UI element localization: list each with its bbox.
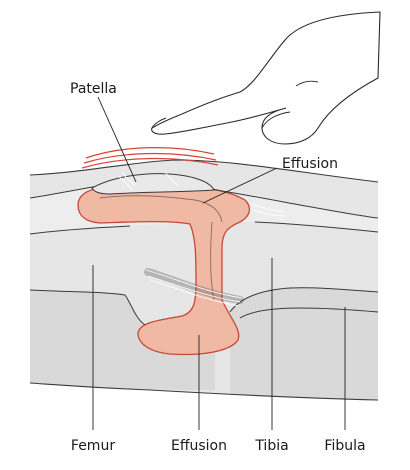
femur-bone xyxy=(30,290,215,390)
pressure-arc xyxy=(81,157,219,169)
leader-effusion-top xyxy=(202,167,278,204)
label-femur: Femur xyxy=(71,438,115,454)
femur-outline xyxy=(29,289,146,326)
patellar-fiber xyxy=(121,171,137,187)
patellar-fiber xyxy=(253,209,287,217)
ligament-fiber xyxy=(145,269,243,299)
effusion-inner-contour-2 xyxy=(210,221,215,301)
examiner-hand xyxy=(151,11,381,145)
cruciate-ligament xyxy=(144,268,244,304)
skin-outline-bottom xyxy=(29,382,379,401)
label-fibula: Fibula xyxy=(324,438,365,454)
patella-bone xyxy=(91,173,215,195)
effusion-inner-contour xyxy=(99,195,223,223)
fibula-outline xyxy=(239,307,379,319)
patellar-fiber xyxy=(117,175,133,191)
patellar-fiber xyxy=(164,171,179,187)
label-patella: Patella xyxy=(70,81,117,97)
tissue-line-right xyxy=(254,221,379,233)
finger-nail xyxy=(151,117,167,129)
tibia-bone xyxy=(230,287,378,400)
leader-patella xyxy=(97,96,137,183)
tibia-outline xyxy=(229,287,379,313)
patellar-fiber xyxy=(251,203,285,213)
ligament-fiber xyxy=(149,279,239,307)
skin-outline-top xyxy=(29,159,379,183)
tissue-line xyxy=(29,225,131,235)
ligament-fiber xyxy=(147,275,241,303)
finger-crease xyxy=(295,80,319,87)
pressure-arc xyxy=(85,147,215,159)
finger-crease xyxy=(261,111,291,129)
label-effusion-top: Effusion xyxy=(282,156,338,172)
pressure-arc xyxy=(83,152,217,164)
label-tibia: Tibia xyxy=(254,438,288,454)
label-effusion-bottom: Effusion xyxy=(171,438,227,454)
